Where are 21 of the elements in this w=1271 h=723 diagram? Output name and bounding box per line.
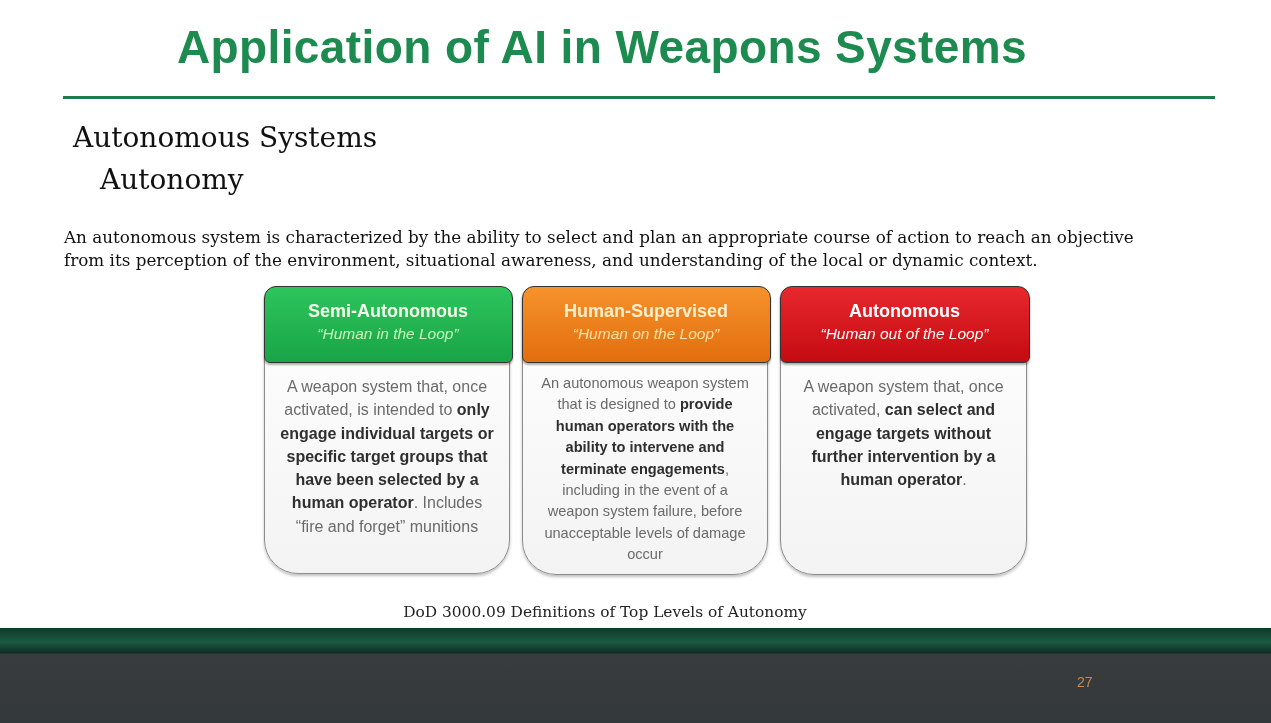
card-heading: Autonomous — [849, 299, 960, 323]
header-band — [263, 285, 513, 363]
definition-card — [264, 286, 510, 574]
card-description: An autonomous weapon system that is designed to provide human operators with the ability to intervene and terminate engagements, including in the event of a weapon system failure, before unacceptable levels of damage occur — [540, 374, 750, 565]
header-band — [521, 285, 771, 363]
card-description: A weapon system that, once activated, can select and engage targets without further intervention by a human operator. — [802, 377, 1005, 491]
definition-paragraph: An autonomous system is characterized by the ability to select and plan an appropriate course of action to reach an objective from its perception of the environment, situational awareness, and understanding of the local or dynamic context. — [64, 226, 1135, 272]
card-description: A weapon system that, once activated, is intended to only engage individual targets or specific target groups that have been selected by a human operator. Includes “fire and forget” munitions — [279, 377, 495, 537]
card-subtitle: “Human out of the Loop” — [820, 323, 989, 344]
header-band — [779, 285, 1030, 363]
card-subtitle: “Human on the Loop” — [572, 323, 720, 344]
page-number: 27 — [1077, 673, 1093, 691]
card-heading: Human-Supervised — [563, 299, 728, 323]
section-heading: Autonomous Systems — [73, 120, 378, 156]
card-heading: Semi-Autonomous — [308, 299, 468, 323]
figure-caption: DoD 3000.09 Definitions of Top Levels of Autonomy — [403, 602, 807, 623]
subsection-heading: Autonomy — [100, 162, 244, 198]
definition-card — [522, 286, 768, 575]
card-subtitle: “Human in the Loop” — [317, 323, 459, 344]
definition-card — [780, 286, 1027, 575]
slide-title: Application of AI in Weapons Systems — [176, 20, 1028, 74]
